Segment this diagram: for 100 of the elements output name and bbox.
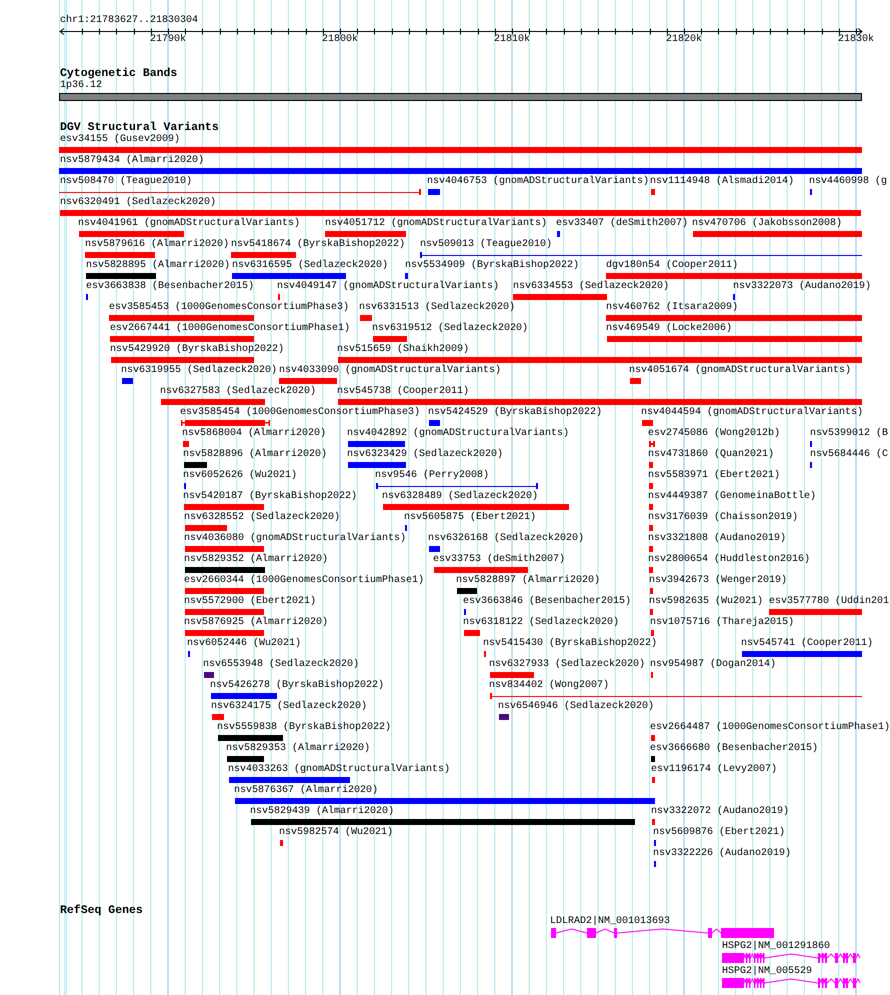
variant-label: nsv3322072 (Audano2019): [651, 806, 790, 818]
variant-label: nsv4051674 (gnomADStructuralVariants): [629, 365, 852, 377]
variant-label: nsv4042892 (gnomADStructuralVariants): [347, 428, 570, 440]
variant-label: nsv6324175 (Sedlazeck2020): [211, 701, 368, 713]
variant-label: nsv6327933 (Sedlazeck2020): [489, 659, 646, 671]
variant-label: nsv1114948 (Alsmadi2014): [650, 176, 794, 188]
variant-label: esv1196174 (Levy2007): [651, 764, 778, 776]
variant-label: nsv5828897 (Almarri2020): [456, 575, 600, 587]
variant-label: esv3666680 (Besenbacher2015): [650, 743, 818, 755]
gene-label: HSPG2|NM_001291860: [722, 941, 830, 953]
variant-label: nsv3322073 (Audano2019): [733, 281, 872, 293]
track-title: RefSeq Genes: [60, 904, 143, 917]
variant-label: nsv4449387 (GenomeinaBottle): [648, 491, 816, 503]
variant-label: nsv4033263 (gnomADStructuralVariants): [228, 764, 450, 776]
variant-label: nsv5609876 (Ebert2021): [653, 827, 786, 839]
track-title: Cytogenetic Bands: [60, 67, 178, 80]
variant-label: esv2660344 (1000GenomesConsortiumPhase1): [184, 575, 424, 587]
variant-label: nsv5583971 (Ebert2021): [648, 470, 780, 482]
variant-label: nsv509013 (Teague2010): [420, 239, 552, 251]
variant-label: nsv5424529 (ByrskaBishop2022): [428, 407, 602, 419]
variant-label: nsv5429920 (ByrskaBishop2022): [110, 344, 284, 356]
variant-label: esv3577780 (Uddin201: [769, 596, 890, 608]
variant-label: nsv5572900 (Ebert2021): [184, 596, 316, 608]
location-label: chr1:21783627..21830304: [60, 15, 198, 27]
variant-label: nsv469549 (Locke2006): [606, 323, 732, 335]
variant-label: nsv6334553 (Sedlazeck2020): [513, 281, 670, 293]
track-title: DGV Structural Variants: [60, 121, 219, 134]
variant-label: esv3585454 (1000GenomesConsortiumPhase3): [180, 407, 420, 419]
variant-label: nsv4033090 (gnomADStructuralVariants): [279, 365, 502, 377]
variant-label: nsv6052626 (Wu2021): [183, 470, 298, 482]
variant-label: nsv5559838 (ByrskaBishop2022): [217, 722, 392, 734]
variant-label: nsv5868004 (Almarri2020): [182, 428, 326, 440]
tick-label: 21800k: [322, 34, 358, 46]
variant-label: nsv4731860 (Quan2021): [648, 449, 774, 461]
tick-label: 21830k: [838, 34, 874, 46]
variant-label: nsv834402 (Wong2007): [489, 680, 610, 692]
variant-label: nsv5415430 (ByrskaBishop2022): [483, 638, 658, 650]
variant-label: nsv4041961 (gnomADStructuralVariants): [78, 218, 300, 230]
variant-label: esv33407 (deSmith2007): [556, 218, 688, 230]
variant-label: nsv5829353 (Almarri2020): [226, 743, 370, 755]
variant-label: nsv5876367 (Almarri2020): [234, 785, 378, 797]
variant-label: nsv6326168 (Sedlazeck2020): [428, 533, 584, 545]
variant-label: nsv5829439 (Almarri2020): [250, 806, 394, 818]
gene-label: HSPG2|NM_005529: [722, 966, 812, 978]
variant-label: nsv6553948 (Sedlazeck2020): [203, 659, 360, 671]
variant-label: nsv5879434 (Almarri2020): [60, 155, 204, 167]
variant-label: nsv4051712 (gnomADStructuralVariants): [325, 218, 548, 230]
variant-label: nsv5420187 (ByrskaBishop2022): [183, 491, 358, 503]
variant-label: esv3663846 (Besenbacher2015): [463, 596, 632, 608]
variant-label: nsv6327583 (Sedlazeck2020): [160, 386, 316, 398]
variant-label: esv2745086 (Wong2012b): [648, 428, 780, 440]
gene-label: LDLRAD2|NM_001013693: [550, 916, 670, 928]
variant-label: nsv5418674 (ByrskaBishop2022): [231, 239, 406, 251]
variant-label: nsv5828895 (Almarri2020): [86, 260, 230, 272]
variant-label: nsv3942673 (Wenger2019): [649, 575, 788, 587]
variant-label: nsv4049147 (gnomADStructuralVariants): [277, 281, 500, 293]
variant-label: nsv5876925 (Almarri2020): [184, 617, 328, 629]
variant-label: nsv6319512 (Sedlazeck2020): [372, 323, 528, 335]
variant-label: dgv180n54 (Cooper2011): [606, 260, 738, 272]
variant-label: nsv954987 (Dogan2014): [650, 659, 776, 671]
variant-label: nsv6328489 (Sedlazeck2020): [382, 491, 538, 503]
variant-label: nsv5605875 (Ebert2021): [404, 512, 536, 524]
variant-label: nsv3176039 (Chaisson2019): [648, 512, 798, 524]
variant-label: nsv6318122 (Sedlazeck2020): [463, 617, 620, 629]
band-label: 1p36.12: [60, 80, 102, 92]
variant-label: nsv4460998 (g: [809, 176, 888, 188]
variant-label: nsv5982574 (Wu2021): [279, 827, 394, 839]
variant-label: nsv6323429 (Sedlazeck2020): [347, 449, 504, 461]
variant-label: nsv5982635 (Wu2021): [649, 596, 764, 608]
variant-label: nsv6328552 (Sedlazeck2020): [184, 512, 340, 524]
variant-label: nsv6331513 (Sedlazeck2020): [359, 302, 516, 314]
tick-label: 21820k: [666, 34, 702, 46]
variant-label: esv34155 (Gusev2009): [60, 134, 180, 146]
variant-label: esv2664487 (1000GenomesConsortiumPhase1): [650, 722, 890, 734]
variant-label: nsv470706 (Jakobsson2008): [692, 218, 842, 230]
tick-label: 21790k: [150, 34, 186, 46]
variant-label: nsv5879616 (Almarri2020): [85, 239, 230, 251]
variant-label: nsv545738 (Cooper2011): [337, 386, 470, 398]
variant-label: nsv5829352 (Almarri2020): [184, 554, 328, 566]
variant-label: esv33753 (deSmith2007): [433, 554, 566, 566]
variant-label: nsv460762 (Itsara2009): [606, 302, 738, 314]
variant-label: nsv5399012 (B: [810, 428, 888, 440]
variant-label: nsv3321808 (Audano2019): [648, 533, 786, 545]
variant-label: nsv5684446 (C: [810, 449, 888, 461]
variant-label: nsv6546946 (Sedlazeck2020): [498, 701, 654, 713]
variant-label: nsv4036080 (gnomADStructuralVariants): [184, 533, 406, 545]
variant-label: esv3663838 (Besenbacher2015): [86, 281, 254, 293]
variant-label: nsv6320491 (Sedlazeck2020): [60, 197, 216, 209]
variant-label: nsv5426278 (ByrskaBishop2022): [210, 680, 384, 692]
variant-label: nsv4044594 (gnomADStructuralVariants): [641, 407, 864, 419]
variant-label: nsv6319955 (Sedlazeck2020): [121, 365, 278, 377]
variant-label: nsv545741 (Cooper2011): [741, 638, 874, 650]
variant-label: nsv2800654 (Huddleston2016): [648, 554, 810, 566]
variant-label: nsv6316595 (Sedlazeck2020): [232, 260, 388, 272]
variant-label: nsv4046753 (gnomADStructuralVariants): [427, 176, 650, 188]
variant-label: nsv515659 (Shaikh2009): [337, 344, 470, 356]
variant-label: esv2667441 (1000GenomesConsortiumPhase1): [110, 323, 350, 335]
variant-label: esv3585453 (1000GenomesConsortiumPhase3): [109, 302, 350, 314]
variant-label: nsv3322226 (Audano2019): [653, 848, 792, 860]
variant-label: nsv5534909 (ByrskaBishop2022): [405, 260, 580, 272]
